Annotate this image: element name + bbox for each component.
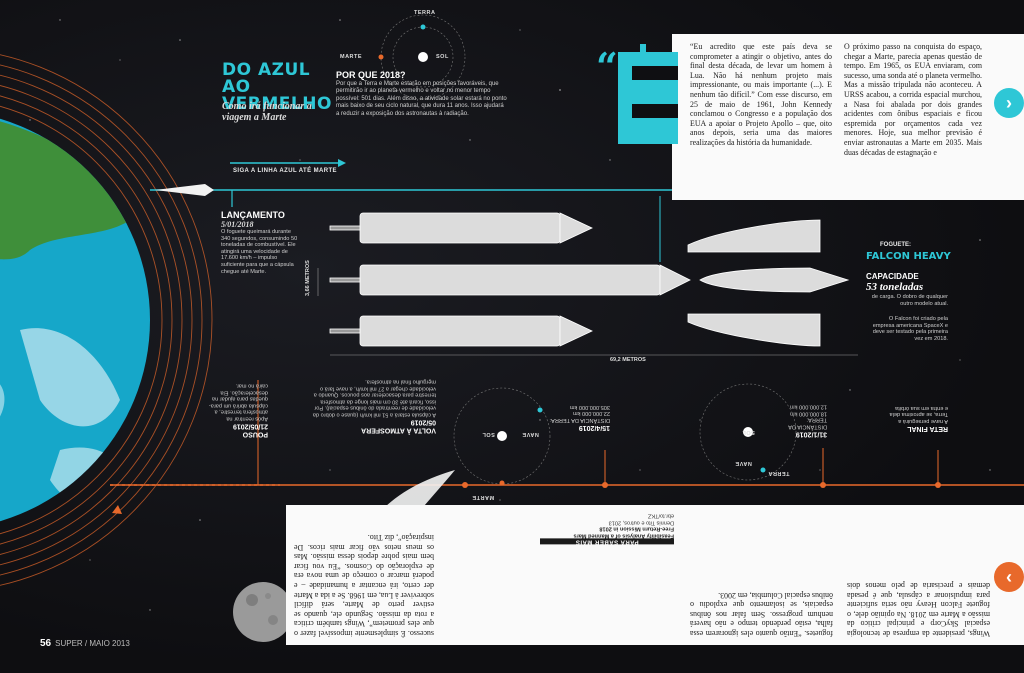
final-stretch-text: A nave perseguirá a Terra, se aproxima d…: [889, 404, 948, 424]
falcon-heavy-rockets: [329, 212, 850, 347]
landing-text: Após reentrar na atmosfera terrestre, a …: [208, 382, 268, 422]
reading-box-line-1: Feasibility Analysis of a Manned Mars: [573, 532, 674, 539]
mars-flyby-date: 15/4/2019: [578, 423, 610, 431]
moon: [233, 582, 293, 642]
drop-cap-e-graphic: [618, 44, 678, 144]
article-col-1: “Eu acredito que este país deva se compr…: [690, 42, 832, 147]
why-2018-text: Por que a Terra e Marte estarão em posiç…: [336, 81, 507, 117]
reentry-text: A cápsula estará a 51 mil km/h (quase o …: [312, 378, 436, 418]
orbit-label-earth: TERRA: [414, 10, 436, 16]
orbit-diagram-mars-flyby: [453, 387, 551, 486]
reading-box-line-3: Dennis Tito e outros, 2013: [608, 519, 674, 526]
reentry-title: VOLTA À ATMOSFERA: [361, 426, 436, 434]
arrival-distance: 18.000.000 km: [789, 410, 827, 417]
reading-box-title: PARA SABER MAIS: [540, 538, 674, 545]
rocket-height: 3,66 METROS: [305, 260, 311, 296]
reading-box-line-4: ebr.to/TKZ: [647, 512, 674, 519]
falcon-note: O Falcon foi criado pela empresa america…: [872, 316, 948, 342]
lower-left-column: sucesso. É simplesmente impossível fazer…: [294, 533, 434, 638]
article-col-2: O próximo passo na conquista do espaço, …: [844, 42, 982, 157]
article-panel-top: [672, 34, 1024, 200]
rocket-label: FOGUETE:: [880, 242, 911, 248]
launch-text: O foguete queimará durante 340 segundos,…: [221, 229, 298, 275]
arrival-sun-label: SOL: [742, 429, 755, 435]
article-panel-bottom-left: [286, 505, 680, 645]
quote-mark: “: [596, 44, 618, 89]
capacity-value: 53 toneladas: [866, 281, 924, 293]
mars-flyby-distance-2: 305.000.000 km: [569, 403, 610, 410]
follow-line-label: SIGA A LINHA AZUL ATÉ MARTE: [233, 168, 337, 174]
page-title: DO AZUL AO VERMELHO: [222, 60, 332, 114]
magazine-issue: SUPER / MAIO 2013: [55, 639, 130, 648]
why-2018-title: POR QUE 2018?: [336, 70, 406, 80]
page-subtitle: Como irá funcionar a viagem a Marte: [222, 101, 312, 123]
lower-right-columns: Wings, presidente da empresa de tecnolog…: [690, 581, 990, 638]
arrival-group: 31/1/2019 DISTÂNCIA DA TERRA: 18.000.000…: [767, 403, 827, 438]
arrival-distance-2: 12.000.000 km: [789, 403, 827, 410]
orbit-label-mars: MARTE: [340, 54, 363, 60]
capacity-note: de carga. O dobro de qualquer outro mode…: [871, 294, 948, 307]
flyby-sun-label: SOL: [482, 431, 495, 437]
flyby-mars-label: MARTE: [472, 494, 495, 500]
chevron-right-icon: ›: [1006, 92, 1012, 113]
earth-globe: [0, 110, 150, 522]
rocket-name: FALCON HEAVY: [866, 251, 951, 262]
mars-flyby-distance-label: DISTÂNCIA DA TERRA:: [549, 416, 610, 423]
article-panel-bottom-right: [680, 505, 1024, 645]
final-stretch-group: RETA FINAL A nave perseguirá a Terra, se…: [888, 404, 948, 432]
chevron-left-icon: ‹: [1006, 566, 1012, 587]
rocket-length: 69,2 METROS: [610, 357, 646, 363]
landing-group: POUSO 21/05/2019 Após reentrar na atmosf…: [208, 382, 268, 438]
orbit-diagram-2018: [378, 14, 466, 100]
reentry-group: VOLTA À ATMOSFERA 05/2019 A cápsula esta…: [312, 378, 436, 434]
launch-title: LANÇAMENTO: [221, 210, 285, 220]
arrival-distance-label: DISTÂNCIA DA TERRA:: [788, 416, 827, 430]
arrival-ship-label: NAVE: [735, 460, 752, 466]
page-number: 56: [40, 638, 52, 649]
arrival-date: 31/1/2019: [795, 430, 827, 438]
reading-box-line-2: Free-Return Mission in 2018: [599, 525, 674, 532]
next-page-button[interactable]: ›: [994, 88, 1024, 118]
mars-flyby-group: 15/4/2019 DISTÂNCIA DA TERRA: 22.000.000…: [548, 403, 610, 431]
orbit-label-sun: SOL: [436, 54, 449, 60]
landing-title: POUSO: [242, 430, 268, 438]
flyby-ship-label: NAVE: [522, 431, 539, 437]
atmosphere-rings: [0, 54, 213, 586]
final-stretch-title: RETA FINAL: [907, 424, 948, 432]
landing-date: 21/05/2019: [232, 422, 268, 430]
launch-date: 5/01/2018: [221, 220, 254, 229]
launch-streak: [155, 184, 214, 196]
previous-page-button[interactable]: ‹: [994, 562, 1024, 592]
orbit-diagram-arrival: [699, 383, 797, 481]
arrival-earth-label: TERRA: [768, 470, 790, 476]
reentry-date: 05/2019: [410, 418, 436, 426]
mars-flyby-distance: 22.000.000 km: [572, 410, 610, 417]
capacity-label: CAPACIDADE: [866, 272, 919, 281]
reading-box: PARA SABER MAIS Feasibility Analysis of …: [540, 512, 674, 545]
